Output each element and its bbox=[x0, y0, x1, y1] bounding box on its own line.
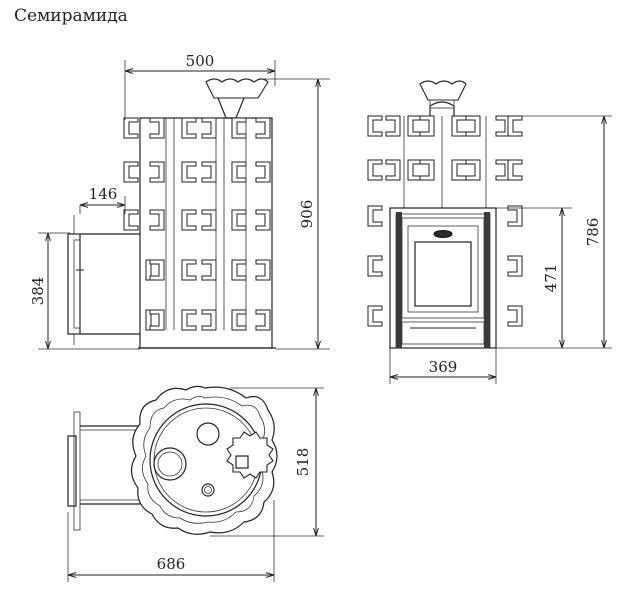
dim-top-depth: 518 bbox=[294, 448, 312, 477]
dim-door-height: 384 bbox=[29, 277, 47, 306]
front-view: 369 471 786 bbox=[367, 80, 612, 384]
top-openings bbox=[153, 422, 220, 497]
top-dimensions: 518 686 bbox=[67, 387, 324, 582]
door-logo-badge bbox=[433, 230, 453, 238]
front-door-portal bbox=[389, 207, 497, 349]
dim-front-door-height: 471 bbox=[542, 264, 560, 293]
side-stone-brackets bbox=[123, 117, 271, 331]
front-dimensions: 369 471 786 bbox=[389, 115, 612, 384]
dim-top-width: 686 bbox=[157, 555, 186, 573]
dim-front-height: 786 bbox=[584, 218, 602, 247]
dim-side-width: 500 bbox=[186, 52, 215, 70]
dim-side-height: 906 bbox=[298, 200, 316, 229]
top-door-channel bbox=[67, 411, 140, 531]
front-chimney bbox=[419, 80, 467, 116]
side-door-channel bbox=[67, 215, 140, 345]
dim-door-offset: 146 bbox=[89, 185, 118, 203]
dim-front-width: 369 bbox=[429, 358, 458, 376]
front-stone-brackets bbox=[367, 115, 523, 327]
page-title: Семирамида bbox=[14, 6, 128, 26]
top-chimney-collar bbox=[226, 431, 274, 479]
side-view: 500 906 146 384 bbox=[29, 52, 330, 350]
side-chimney bbox=[205, 78, 269, 119]
side-dimensions: 500 906 146 384 bbox=[29, 52, 330, 350]
top-view: 518 686 bbox=[67, 385, 324, 582]
